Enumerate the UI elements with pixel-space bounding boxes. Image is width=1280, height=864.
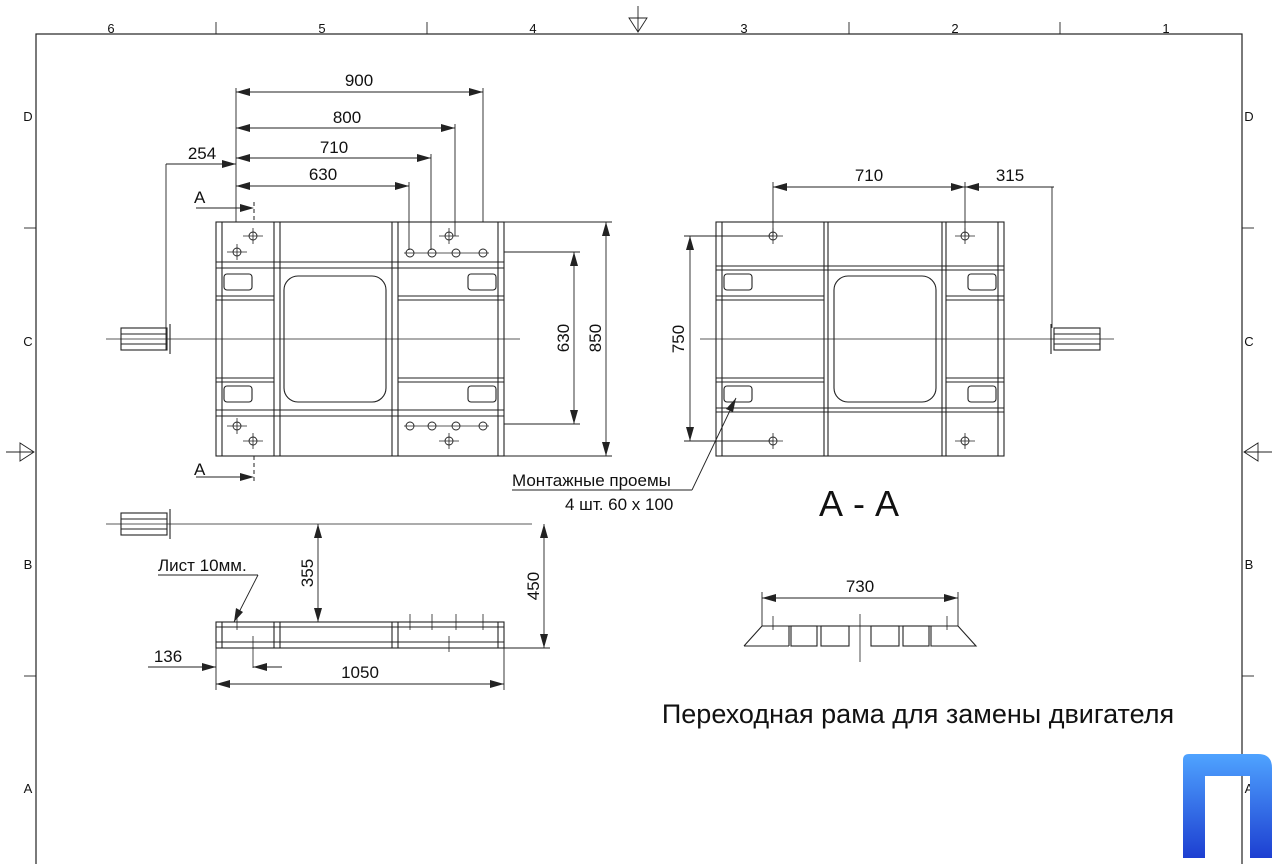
zone-col-2: 2: [951, 21, 958, 36]
dim-450: 450: [524, 572, 543, 600]
dim-right-710: 710: [855, 166, 883, 185]
zone-row-b-left: B: [24, 557, 33, 572]
dim-136: 136: [154, 647, 182, 666]
section-profile: 730: [743, 577, 978, 662]
section-mark-top: А: [194, 188, 206, 207]
dim-side-850: 850: [586, 324, 605, 352]
zone-col-6: 6: [107, 21, 114, 36]
dim-630: 630: [309, 165, 337, 184]
brand-logo-icon: [1183, 754, 1272, 858]
zone-row-c-right: C: [1244, 334, 1253, 349]
top-view-bolt-holes: [227, 228, 489, 449]
section-view-centerline: [700, 324, 1114, 354]
zone-row-a-left: A: [24, 781, 33, 796]
section-view-bolt-holes: [763, 228, 975, 449]
section-view-dimensions: 710 315 750: [669, 166, 1054, 442]
dim-254: 254: [188, 144, 216, 163]
zone-col-5: 5: [318, 21, 325, 36]
openings-label: Монтажные проемы: [512, 471, 671, 490]
section-cut-markers: А А: [194, 188, 255, 482]
dim-355: 355: [298, 559, 317, 587]
top-view-frame: [215, 221, 505, 457]
zone-col-3: 3: [740, 21, 747, 36]
dim-730: 730: [846, 577, 874, 596]
dim-710: 710: [320, 138, 348, 157]
zone-col-1: 1: [1162, 21, 1169, 36]
zone-col-4: 4: [529, 21, 536, 36]
top-view-centerline: [106, 324, 520, 354]
zone-row-d-right: D: [1244, 109, 1253, 124]
dim-right-315: 315: [996, 166, 1024, 185]
sheet-frame: [6, 6, 1272, 864]
openings-leader: Монтажные проемы 4 шт. 60 х 100: [512, 397, 737, 514]
side-view-frame: [106, 509, 532, 668]
dim-800: 800: [333, 108, 361, 127]
top-view-dimensions: 900 800 710 630 254 630 850: [165, 71, 612, 457]
drawing-title: Переходная рама для замены двигателя: [662, 699, 1174, 729]
zone-row-c-left: C: [23, 334, 32, 349]
zone-row-b-right: B: [1245, 557, 1254, 572]
dim-side-630: 630: [554, 324, 573, 352]
dim-1050: 1050: [341, 663, 379, 682]
dim-right-750: 750: [669, 325, 688, 353]
sheet-thickness-label: Лист 10мм.: [158, 556, 247, 575]
zone-row-a-right: A: [1245, 781, 1254, 796]
openings-count: 4 шт. 60 х 100: [565, 495, 673, 514]
section-mark-bottom: А: [194, 460, 206, 479]
dim-900: 900: [345, 71, 373, 90]
zone-row-d-left: D: [23, 109, 32, 124]
side-view-dimensions: 355 450 136 1050 Лист 10мм.: [148, 524, 550, 690]
zone-labels: 6 5 4 3 2 1 D C B A D C B A: [23, 21, 1253, 796]
section-title: А - А: [819, 483, 899, 524]
